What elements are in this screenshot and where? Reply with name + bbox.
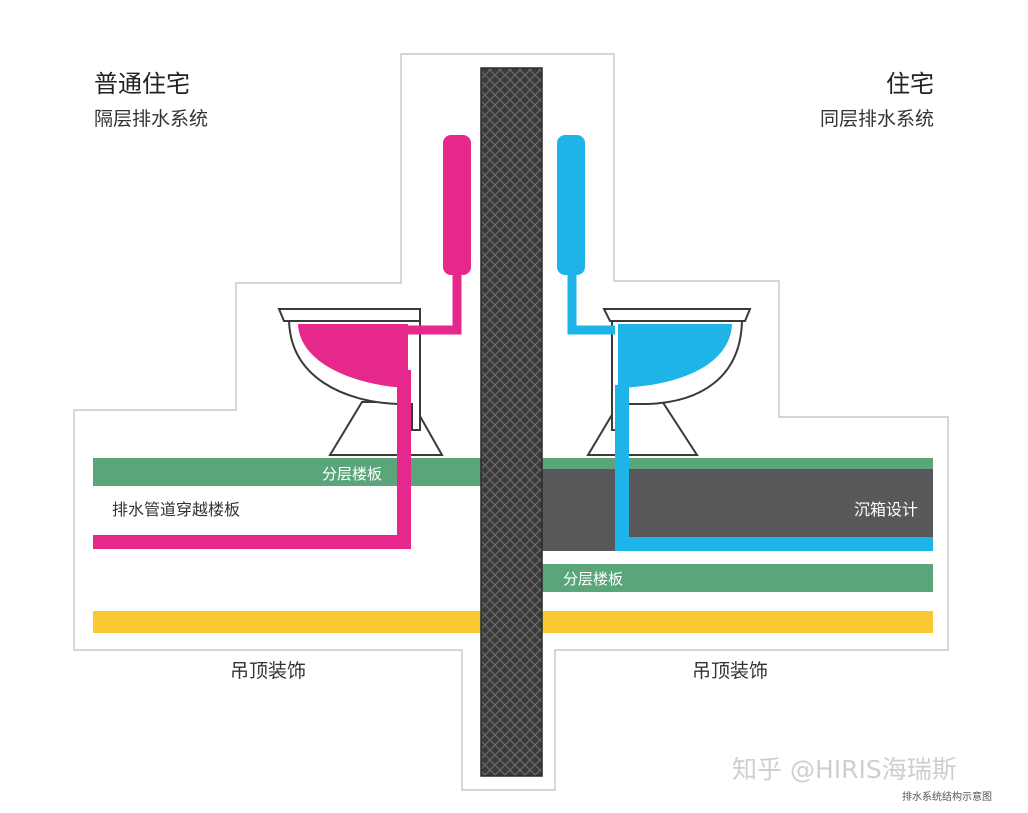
right-upper-slab xyxy=(540,458,933,469)
left-floor-slab xyxy=(93,458,483,486)
left-toilet xyxy=(277,308,444,456)
right-ceiling-board xyxy=(540,611,933,633)
right-floor-label: 分层楼板 xyxy=(563,570,623,588)
right-drain-pipe xyxy=(557,135,933,551)
left-ceiling-label: 吊顶装饰 xyxy=(230,660,306,682)
central-wall xyxy=(480,67,543,777)
left-subtitle: 隔层排水系统 xyxy=(94,108,208,130)
right-lower-slab xyxy=(540,564,933,592)
left-pipe-label: 排水管道穿越楼板 xyxy=(112,500,240,519)
right-title: 住宅 xyxy=(886,70,934,98)
left-floor-label: 分层楼板 xyxy=(322,465,382,483)
left-ceiling-board xyxy=(93,611,483,633)
left-title: 普通住宅 xyxy=(94,70,190,98)
right-ceiling-label: 吊顶装饰 xyxy=(692,660,768,682)
left-drain-pipe xyxy=(93,135,471,549)
right-sunken-label: 沉箱设计 xyxy=(854,500,918,519)
watermark-caption: 排水系统结构示意图 xyxy=(902,790,992,803)
right-subtitle: 同层排水系统 xyxy=(820,108,934,130)
watermark-text: 知乎 @HIRIS海瑞斯 xyxy=(732,755,957,784)
